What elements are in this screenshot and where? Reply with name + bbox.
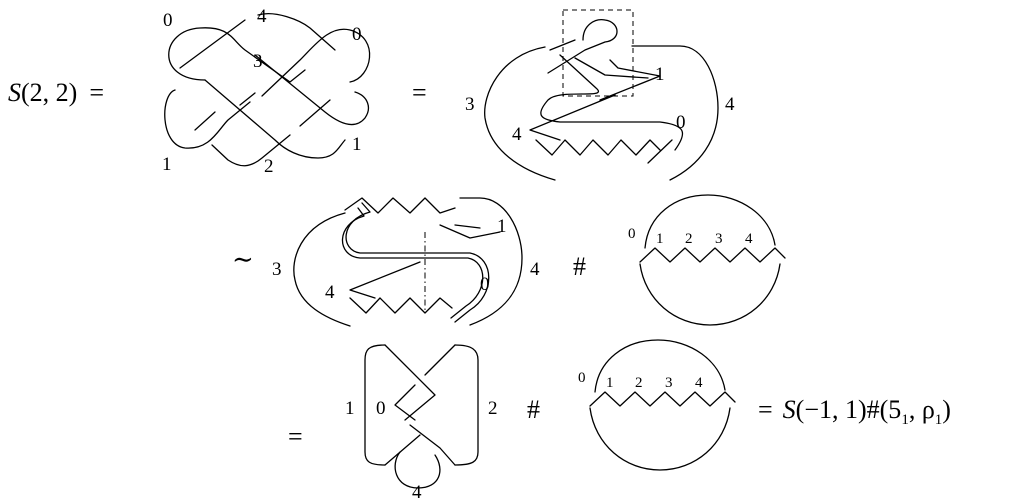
equals-sign: =: [412, 78, 427, 107]
disc-1-label: 1: [656, 231, 664, 247]
knot-a-strand: [261, 28, 371, 97]
dashed-box: [562, 9, 634, 97]
knot-d-strand: [409, 424, 456, 466]
knot-c-doubled-strand: [341, 207, 484, 319]
disc-2-label: 4: [695, 375, 703, 391]
knot-a-strand: [254, 54, 369, 126]
knot-c-label: 4: [325, 282, 335, 303]
connected-sum-sign: #: [573, 252, 586, 281]
knot-a-strand: [168, 27, 306, 83]
knot-d-label: 4: [412, 482, 422, 498]
knot-a-label: 3: [253, 51, 263, 72]
knot-d-loop: [394, 451, 441, 489]
knot-c-outer-arc: [293, 212, 351, 327]
knot-b-label: 0: [676, 112, 686, 133]
knot-d-label: 1: [345, 398, 355, 419]
knot-b-label: 4: [725, 94, 735, 115]
knot-a-strand: [204, 79, 346, 159]
knot-a-strand: [164, 89, 251, 149]
knot-a-label: 0: [352, 24, 362, 45]
knot-b-label: 3: [465, 94, 475, 115]
knot-b-zigzag: [535, 139, 661, 156]
knot-c-zigzag-bottom: [349, 297, 453, 314]
knot-b: 3 1 4 0 4: [465, 9, 735, 181]
sim-sign: ∼: [232, 245, 254, 274]
disc-2-label: 0: [578, 370, 586, 386]
knot-a-strand: [194, 111, 216, 131]
disc-2: 0 1 2 3 4: [578, 339, 736, 471]
knot-b-label: 4: [512, 124, 522, 145]
disc-2-lower-arc: [589, 407, 731, 471]
knot-a: 0 4 0 3 1 2 1: [162, 6, 371, 177]
knot-d-strand: [384, 434, 421, 466]
disc-1-label: 0: [628, 226, 636, 242]
knot-c-zigzag-top: [344, 197, 456, 214]
knot-a-label: 2: [264, 156, 274, 177]
disc-2-label: 2: [635, 375, 643, 391]
knot-c-strand: [439, 224, 501, 239]
disc-1-lower-arc: [639, 263, 781, 326]
disc-2-label: 1: [606, 375, 614, 391]
knot-a-label: 1: [162, 154, 172, 175]
knot-b-outer-arc: [631, 45, 719, 181]
knot-a-label: 0: [163, 10, 173, 31]
knot-a-label: 1: [352, 134, 362, 155]
result-formula: =S(−1, 1)#(51, ρ1): [758, 395, 951, 428]
knot-c-label: 0: [480, 274, 490, 295]
knot-d: 1 0 2 4: [345, 344, 498, 498]
knot-d-right-bracket: [454, 344, 479, 466]
knot-b-strand: [599, 59, 661, 101]
knot-b-strand: [529, 94, 616, 141]
disc-2-zigzag: [589, 391, 736, 407]
knot-c-label: 1: [497, 216, 507, 237]
knot-d-strand: [384, 344, 436, 421]
disc-1-zigzag: [639, 247, 786, 263]
equals-sign: =: [288, 422, 303, 451]
knot-d-label: 0: [376, 398, 386, 419]
disc-1-label: 3: [715, 231, 723, 247]
knot-d-label: 2: [488, 398, 498, 419]
disc-2-label: 3: [665, 375, 673, 391]
knot-a-strand: [257, 13, 336, 51]
knot-c: 3 1 4 0 4: [272, 197, 540, 327]
knot-a-label: 4: [257, 6, 267, 27]
knot-d-left-bracket: [364, 344, 386, 466]
disc-1-label: 4: [745, 231, 753, 247]
knot-b-label: 1: [655, 64, 665, 85]
knot-b-outer-arc: [484, 46, 556, 181]
knot-d-strand: [394, 384, 416, 421]
knot-b-strand: [540, 54, 684, 151]
disc-1-label: 2: [685, 231, 693, 247]
knot-c-label: 3: [272, 259, 282, 280]
knot-a-strand: [239, 92, 256, 106]
knot-c-strand: [454, 224, 481, 229]
lhs-formula: S(2, 2)=: [8, 78, 104, 107]
knot-b-strand: [547, 19, 618, 74]
knot-b-strand: [647, 139, 673, 164]
knot-c-outer-arc: [459, 197, 523, 326]
knot-c-label: 4: [530, 259, 540, 280]
knot-d-strand: [424, 344, 456, 376]
disc-1-upper-arc: [644, 194, 776, 249]
knot-a-strand: [211, 134, 291, 167]
knot-c-strand: [349, 261, 421, 299]
knot-b-strand: [574, 57, 649, 79]
connected-sum-sign: #: [527, 395, 540, 424]
disc-2-upper-arc: [594, 339, 726, 393]
knot-a-strand: [179, 19, 246, 69]
knot-a-strand: [299, 99, 331, 127]
disc-1: 0 1 2 3 4: [628, 194, 786, 326]
